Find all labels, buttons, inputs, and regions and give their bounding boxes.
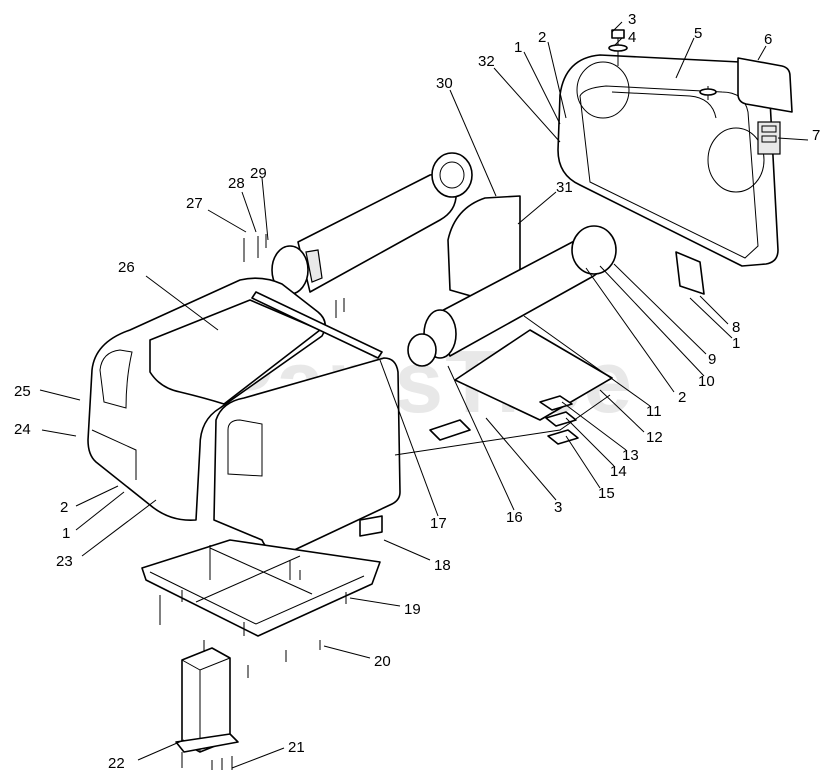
callout-27: 27 <box>186 195 203 212</box>
callout-29: 29 <box>250 165 267 182</box>
callout-3: 3 <box>628 11 636 28</box>
latch-part-7 <box>757 121 781 155</box>
decal-part-6 <box>737 57 793 113</box>
callout-28: 28 <box>228 175 245 192</box>
callout-7: 7 <box>812 127 820 144</box>
callout-30: 30 <box>436 75 453 92</box>
muffler-tube-part-11 <box>407 225 617 367</box>
callout-1: 1 <box>732 335 740 352</box>
callout-labels: 1 2 3 4 5 6 7 8 1 9 10 2 11 12 13 14 15 … <box>14 11 820 772</box>
callout-6: 6 <box>764 31 772 48</box>
callout-17: 17 <box>430 515 447 532</box>
hood-part-26 <box>87 277 326 522</box>
callout-19: 19 <box>404 601 421 618</box>
callout-2: 2 <box>678 389 686 406</box>
small-brackets-part-13-15 <box>539 395 579 445</box>
callout-15: 15 <box>598 485 615 502</box>
hardware-bolts <box>159 234 347 770</box>
callout-8: 8 <box>732 319 740 336</box>
callout-5: 5 <box>694 25 702 42</box>
hinge-rail-part-17 <box>251 291 383 359</box>
upper-tube-assembly <box>271 152 473 295</box>
callout-9: 9 <box>708 351 716 368</box>
lower-frame-part-19-20 <box>141 515 383 637</box>
callout-22: 22 <box>108 755 125 772</box>
callout-12: 12 <box>646 429 663 446</box>
post-part-21-22 <box>175 647 239 753</box>
base-plate-part-12 <box>454 329 613 421</box>
callout-21: 21 <box>288 739 305 756</box>
callout-2: 2 <box>538 29 546 46</box>
bracket-part-8 <box>675 251 705 295</box>
callout-26: 26 <box>118 259 135 276</box>
rear-panel-part-5 <box>557 54 779 267</box>
callout-24: 24 <box>14 421 31 438</box>
callout-4: 4 <box>628 29 636 46</box>
callout-1: 1 <box>62 525 70 542</box>
callout-3: 3 <box>554 499 562 516</box>
callout-18: 18 <box>434 557 451 574</box>
top-bolts-part-3-4 <box>608 29 717 100</box>
callout-1: 1 <box>514 39 522 56</box>
callout-23: 23 <box>56 553 73 570</box>
callout-10: 10 <box>698 373 715 390</box>
callout-25: 25 <box>14 383 31 400</box>
callout-11: 11 <box>646 403 662 420</box>
callout-20: 20 <box>374 653 391 670</box>
callout-32: 32 <box>478 53 495 70</box>
callout-14: 14 <box>610 463 627 480</box>
callout-13: 13 <box>622 447 639 464</box>
callout-16: 16 <box>506 509 523 526</box>
callout-2: 2 <box>60 499 68 516</box>
leader-lines <box>39 21 809 769</box>
callout-31: 31 <box>556 179 573 196</box>
